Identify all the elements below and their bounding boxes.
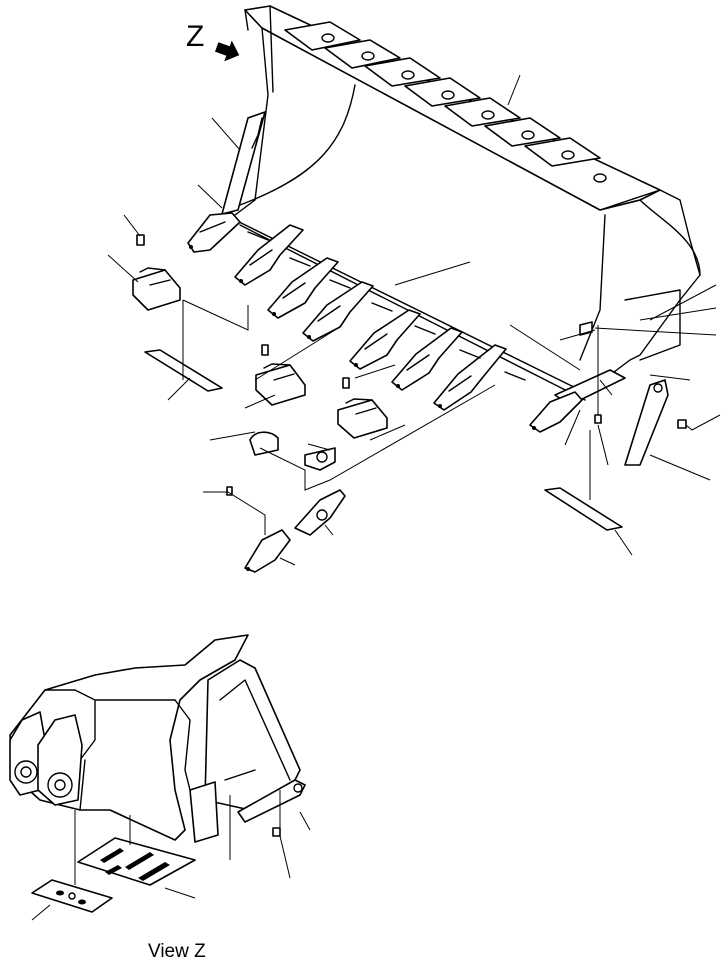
left-side-cutter bbox=[221, 111, 266, 215]
tooth-adapter-exploded bbox=[294, 489, 346, 536]
spill-guard-plates bbox=[284, 21, 607, 183]
view-direction-label: Z bbox=[186, 20, 205, 53]
bucket-back-curve bbox=[239, 84, 356, 206]
view-z-side-cutter bbox=[174, 659, 306, 843]
arrow-right-icon bbox=[215, 40, 240, 62]
exploded-parts bbox=[132, 234, 687, 573]
leader-lines bbox=[107, 74, 721, 566]
tooth-clamp-right bbox=[337, 377, 388, 439]
tooth-5 bbox=[349, 309, 421, 370]
view-z-wear-plate-small bbox=[31, 879, 113, 913]
tooth-row bbox=[187, 212, 583, 433]
tooth-2 bbox=[234, 224, 304, 286]
tooth-7 bbox=[433, 344, 507, 411]
view-z-lugs bbox=[9, 711, 83, 806]
view-caption: View Z bbox=[148, 941, 206, 962]
view-z-wear-plate-large bbox=[77, 837, 196, 886]
tooth-clamp-middle bbox=[255, 344, 306, 406]
tooth-3 bbox=[267, 257, 339, 319]
shroud-pieces bbox=[249, 431, 336, 471]
wear-plate-right bbox=[544, 487, 623, 531]
tooth-exploded bbox=[244, 529, 291, 573]
tooth-8-right bbox=[529, 391, 583, 433]
bucket-assembly bbox=[221, 5, 701, 406]
view-z-detail bbox=[9, 634, 311, 921]
tooth-clamp-left bbox=[132, 234, 181, 311]
tooth-1 bbox=[187, 212, 241, 253]
bucket-left-side-plate bbox=[234, 5, 274, 216]
tooth-6 bbox=[391, 327, 463, 391]
tooth-4 bbox=[302, 281, 374, 342]
side-cutter-exploded bbox=[624, 379, 687, 466]
